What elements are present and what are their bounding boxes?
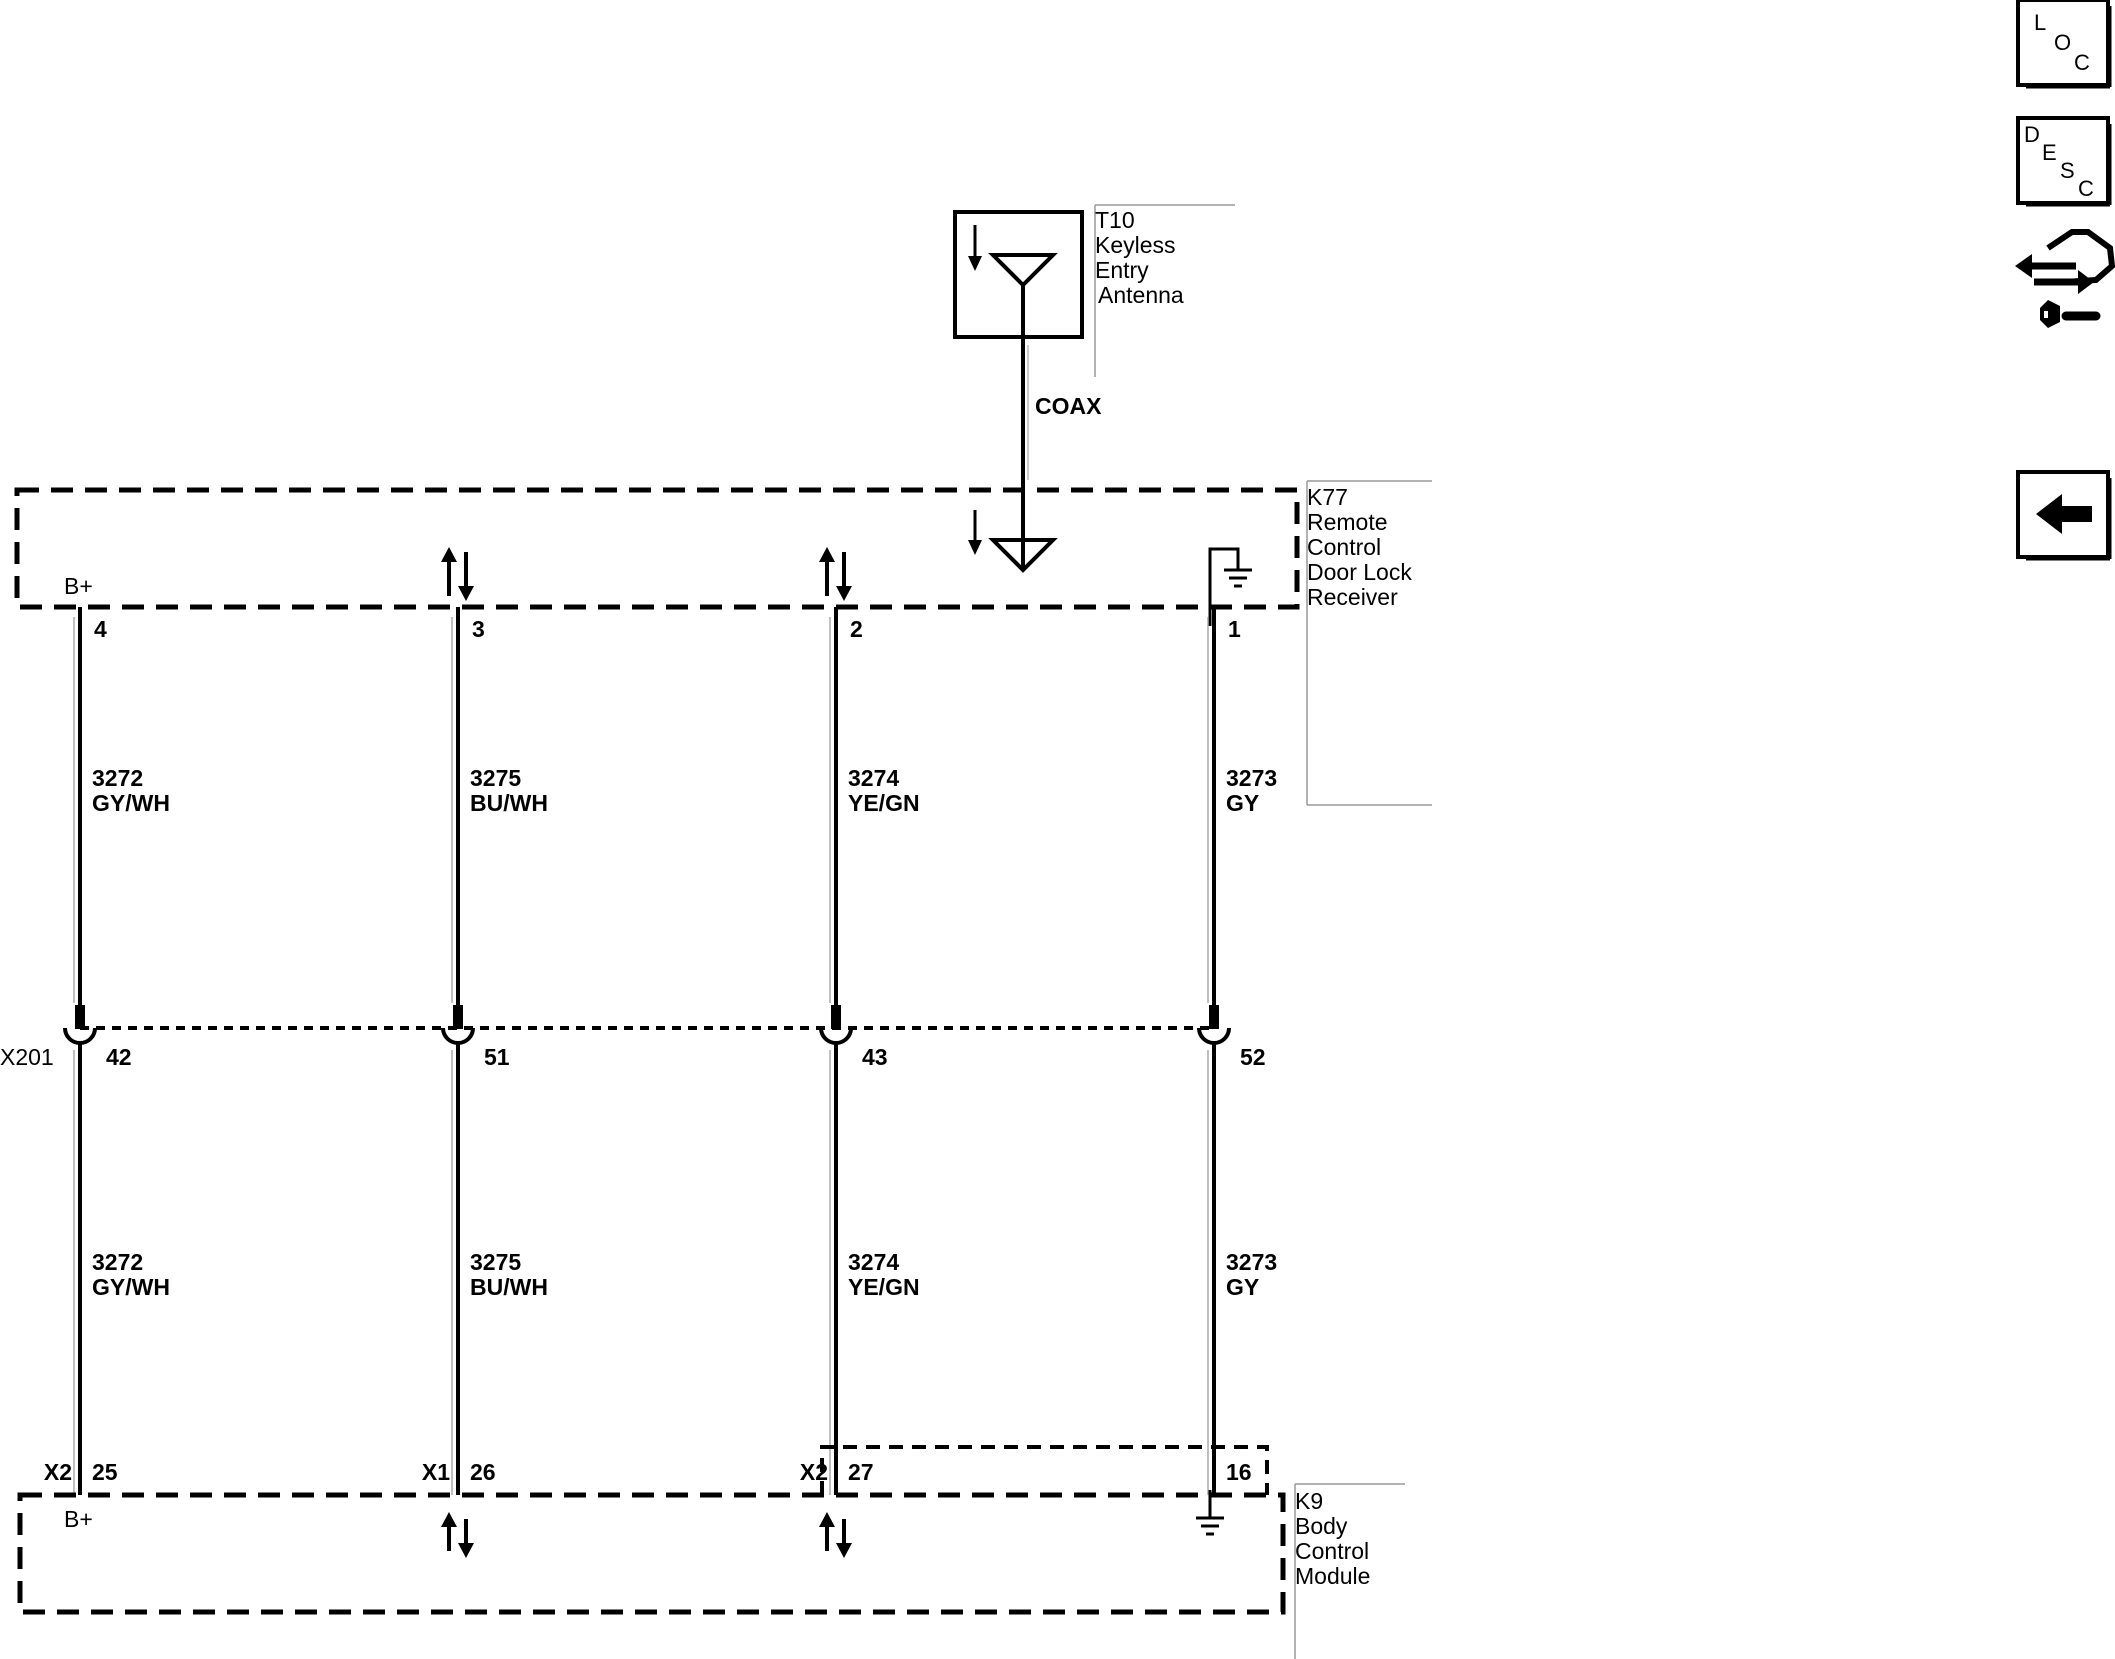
wire-color-label: BU/WH	[470, 1274, 548, 1300]
coax-label: COAX	[1035, 393, 1102, 419]
terminal-icon	[819, 1027, 853, 1045]
bcm-component: B+ K9 Body Control Module	[17, 1445, 1405, 1659]
wires: 43272GY/WH423272GY/WH25X233275BU/WH51327…	[44, 607, 1277, 1495]
loc-letter-1: L	[2034, 10, 2046, 35]
receiver-component: B+ K77 Remote Control	[14, 480, 1432, 806]
x201-pin-label: 42	[106, 1044, 132, 1070]
wire-color-label: GY/WH	[92, 1274, 170, 1300]
circuit-number-label: 3275	[470, 765, 521, 791]
bcm-pin-label: 25	[92, 1459, 118, 1485]
receiver-pin-label: 3	[472, 616, 485, 642]
circuit-wire	[63, 607, 97, 1495]
side-nav: L O C D E S C	[2015, 0, 2115, 561]
wire-color-label: BU/WH	[470, 790, 548, 816]
terminal-icon	[441, 1027, 475, 1045]
receiver-name-line-4: Receiver	[1307, 584, 1398, 610]
wire-color-label: YE/GN	[848, 790, 920, 816]
data-arrows-icon	[819, 1512, 852, 1558]
receiver-pin-label: 4	[94, 616, 107, 642]
loc-letter-3: C	[2074, 50, 2090, 75]
desc-letter-3: S	[2060, 158, 2075, 183]
bcm-pin-label: 16	[1226, 1459, 1252, 1485]
antenna-signal-arrow-icon	[968, 256, 982, 271]
circuit-number-label: 3273	[1226, 765, 1277, 791]
wire-color-label: GY/WH	[92, 790, 170, 816]
receiver-name-line-2: Control	[1307, 534, 1381, 560]
loc-letter-2: O	[2054, 30, 2071, 55]
terminal-icon	[63, 1027, 97, 1045]
desc-letter-4: C	[2078, 176, 2094, 201]
antenna-ref: T10	[1095, 207, 1135, 233]
bcm-outline	[17, 1492, 1286, 1615]
terminal-icon	[1197, 1027, 1231, 1045]
x201-pin-label: 52	[1240, 1044, 1266, 1070]
circuit-number-label: 3272	[92, 765, 143, 791]
receiver-ref: K77	[1307, 484, 1348, 510]
circuit-wire	[1197, 607, 1231, 1495]
receiver-power-label: B+	[64, 573, 93, 599]
back-arrow-icon	[2036, 494, 2092, 534]
antenna-box	[953, 210, 1084, 339]
receiver-pin-label: 2	[850, 616, 863, 642]
receiver-outline	[14, 487, 1300, 610]
data-arrows-icon	[819, 547, 852, 601]
circuit-wire	[441, 607, 475, 1495]
bcm-name-line-3: Module	[1295, 1563, 1370, 1589]
bcm-connector-label: X2	[44, 1459, 72, 1485]
circuit-number-label: 3274	[848, 1249, 899, 1275]
bcm-connector-group-outline	[820, 1445, 1269, 1495]
antenna-name-line-2: Entry	[1095, 257, 1149, 283]
bcm-pin-label: 26	[470, 1459, 496, 1485]
x201-connector: X201	[0, 1026, 1210, 1070]
antenna-name-line-3: Antenna	[1098, 282, 1184, 308]
circuit-number-label: 3273	[1226, 1249, 1277, 1275]
x201-pin-label: 51	[484, 1044, 510, 1070]
antenna-component: T10 Keyless Entry Antenna	[953, 204, 1235, 377]
bcm-power-label: B+	[64, 1506, 93, 1532]
connector-end-view-icon[interactable]	[2015, 229, 2115, 328]
data-arrows-icon	[441, 1512, 474, 1558]
receiver-name-line-3: Door Lock	[1307, 559, 1412, 585]
receiver-signal-arrow-icon	[968, 540, 982, 555]
bcm-connector-label: X1	[422, 1459, 450, 1485]
coax-cable: COAX	[1021, 337, 1102, 570]
bcm-name-line-2: Control	[1295, 1538, 1369, 1564]
bcm-name-line-1: Body	[1295, 1513, 1348, 1539]
desc-letter-1: D	[2024, 122, 2040, 147]
receiver-name-line-1: Remote	[1307, 509, 1388, 535]
circuit-number-label: 3275	[470, 1249, 521, 1275]
ground-icon	[1196, 1490, 1224, 1536]
x201-pin-label: 43	[862, 1044, 888, 1070]
data-arrows-icon	[441, 547, 474, 601]
desc-letter-2: E	[2042, 140, 2057, 165]
x201-ref: X201	[0, 1044, 54, 1070]
receiver-pin-label: 1	[1228, 616, 1241, 642]
circuit-number-label: 3274	[848, 765, 899, 791]
antenna-name-line-1: Keyless	[1095, 232, 1176, 258]
bcm-pin-label: 27	[848, 1459, 874, 1485]
circuit-number-label: 3272	[92, 1249, 143, 1275]
bcm-ref: K9	[1295, 1488, 1323, 1514]
ground-icon	[1208, 547, 1252, 626]
circuit-wire	[819, 607, 853, 1495]
location-button[interactable]: L O C	[2016, 0, 2112, 89]
wire-color-label: GY	[1226, 1274, 1259, 1300]
wire-color-label: GY	[1226, 790, 1259, 816]
back-button[interactable]	[2016, 470, 2112, 561]
description-button[interactable]: D E S C	[2016, 116, 2112, 207]
receiver-antenna-icon	[988, 538, 1058, 573]
wire-color-label: YE/GN	[848, 1274, 920, 1300]
antenna-symbol-icon	[988, 253, 1058, 288]
